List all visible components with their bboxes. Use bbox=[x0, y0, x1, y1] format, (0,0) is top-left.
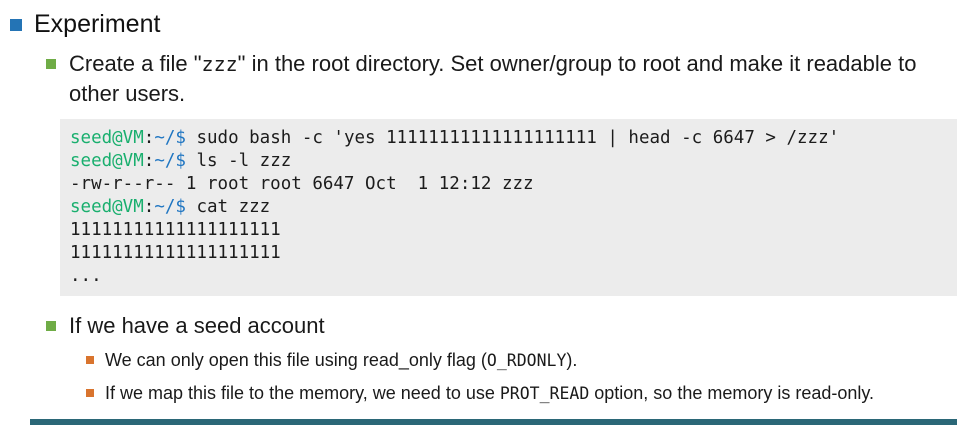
terminal-line: seed@VM:~/$ sudo bash -c 'yes 1111111111… bbox=[70, 127, 947, 150]
terminal-line: -rw-r--r-- 1 root root 6647 Oct 1 12:12 … bbox=[70, 173, 947, 196]
terminal-line: seed@VM:~/$ cat zzz bbox=[70, 196, 947, 219]
prompt-command: sudo bash -c 'yes 11111111111111111111 |… bbox=[185, 128, 840, 148]
bullet-create-file-text: Create a file "zzz" in the root director… bbox=[69, 49, 953, 108]
prompt-colon: : bbox=[143, 128, 155, 148]
prompt-colon: : bbox=[143, 151, 155, 171]
bullet-text-segment: option, so the memory is read-only. bbox=[589, 383, 875, 403]
prompt-command: cat zzz bbox=[185, 197, 271, 217]
green-square-bullet-icon bbox=[46, 321, 56, 331]
prompt-path: ~/$ bbox=[154, 128, 186, 148]
terminal-line: ... bbox=[70, 265, 947, 288]
bullet-seed-account: If we have a seed account bbox=[46, 311, 961, 340]
inline-code-prot-read: PROT_READ bbox=[499, 384, 590, 403]
terminal-output-text: -rw-r--r-- 1 root root 6647 Oct 1 12:12 … bbox=[70, 174, 534, 194]
terminal-output-text: ... bbox=[70, 266, 102, 286]
bullet-text-segment: " in the root directory. Set owner/group… bbox=[69, 51, 917, 106]
page-title: Experiment bbox=[34, 10, 161, 38]
terminal-output-text: 11111111111111111111 bbox=[70, 220, 281, 240]
sub-bullet-mmap-protread-text: If we map this file to the memory, we ne… bbox=[105, 381, 874, 406]
terminal-line: 11111111111111111111 bbox=[70, 242, 947, 265]
prompt-user: seed@VM bbox=[70, 128, 144, 148]
prompt-user: seed@VM bbox=[70, 197, 144, 217]
blue-square-bullet-icon bbox=[10, 19, 22, 31]
terminal-output-block: seed@VM:~/$ sudo bash -c 'yes 1111111111… bbox=[60, 119, 957, 296]
prompt-colon: : bbox=[143, 197, 155, 217]
inline-code-o-rdonly: O_RDONLY bbox=[486, 351, 567, 370]
orange-square-bullet-icon bbox=[86, 356, 94, 364]
slide-footer-bar bbox=[30, 419, 957, 425]
prompt-user: seed@VM bbox=[70, 151, 144, 171]
prompt-path: ~/$ bbox=[154, 151, 186, 171]
bullet-create-file: Create a file "zzz" in the root director… bbox=[46, 49, 961, 108]
bullet-text-segment: If we map this file to the memory, we ne… bbox=[105, 383, 500, 403]
bullet-text-segment: We can only open this file using read_on… bbox=[105, 350, 487, 370]
sub-bullet-open-readonly-text: We can only open this file using read_on… bbox=[105, 348, 577, 373]
sub-bullet-open-readonly: We can only open this file using read_on… bbox=[86, 348, 961, 373]
orange-square-bullet-icon bbox=[86, 389, 94, 397]
sub-bullet-mmap-protread: If we map this file to the memory, we ne… bbox=[86, 381, 961, 406]
terminal-line: 11111111111111111111 bbox=[70, 219, 947, 242]
title-row: Experiment bbox=[10, 9, 961, 40]
terminal-output-text: 11111111111111111111 bbox=[70, 243, 281, 263]
prompt-command: ls -l zzz bbox=[185, 151, 292, 171]
terminal-line: seed@VM:~/$ ls -l zzz bbox=[70, 150, 947, 173]
bullet-text-segment: Create a file " bbox=[69, 51, 202, 76]
green-square-bullet-icon bbox=[46, 59, 56, 69]
inline-code-zzz: zzz bbox=[201, 52, 238, 76]
bullet-text-segment: ). bbox=[566, 350, 578, 370]
prompt-path: ~/$ bbox=[154, 197, 186, 217]
bullet-seed-account-text: If we have a seed account bbox=[69, 313, 325, 338]
